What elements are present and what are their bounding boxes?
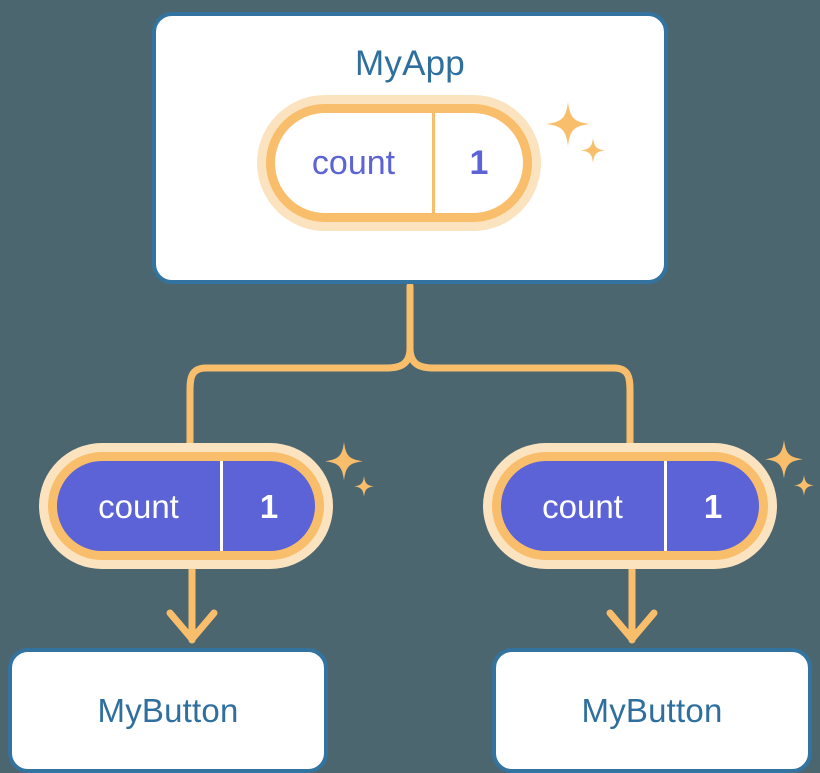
state-pill-filled: count 1 [48,452,324,560]
page-title: MyApp [355,44,465,83]
state-value: 1 [259,487,279,525]
connector-arm-left [186,344,414,456]
arrow-down-icon-right [606,609,658,643]
leaf-label: MyButton [97,692,239,729]
branch-right-state-pill[interactable]: count 1 [492,452,768,560]
state-key: count [501,461,667,551]
root-state-pill[interactable]: count 1 [266,104,532,222]
leaf-label: MyButton [581,692,723,729]
state-pill-outlined: count 1 [266,104,532,222]
state-pill-filled: count 1 [492,452,768,560]
state-key: count [57,461,223,551]
connector-arm-right [406,344,634,456]
state-value: 1 [703,487,723,525]
state-value: 1 [469,144,489,182]
leaf-left-card[interactable]: MyButton [8,648,328,773]
leaf-right-card[interactable]: MyButton [492,648,812,773]
arrow-down-icon-left [166,609,218,643]
branch-left-state-pill[interactable]: count 1 [48,452,324,560]
state-key: count [275,113,435,213]
